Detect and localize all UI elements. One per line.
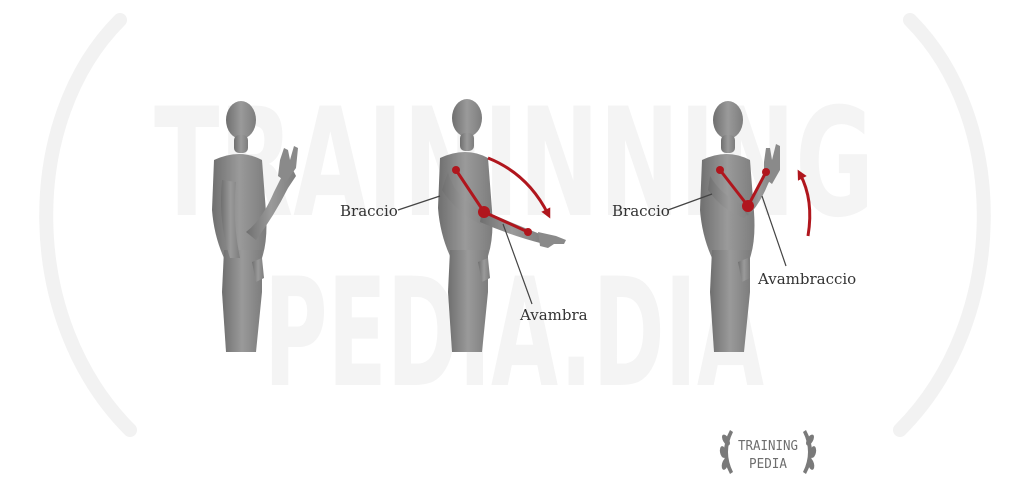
laurel-left-watermark (46, 20, 130, 430)
logo-text-line-1: TRAINING (738, 439, 798, 454)
figure-2-wrist-joint (524, 228, 532, 236)
arm-label-figure-2: Braccio (340, 202, 398, 220)
watermark-line-2: PEDIA.DIA (264, 247, 764, 421)
logo-laurel-left-icon (719, 430, 733, 474)
forearm-label-figure-2: Avambra (519, 306, 588, 324)
logo-laurel-right-icon (803, 430, 817, 474)
figure-2-shoulder-joint (452, 166, 460, 174)
forearm-label-figure-3: Avambraccio (757, 270, 856, 288)
figure-3-elbow-joint (742, 200, 754, 212)
logo-text-line-2: PEDIA (749, 457, 787, 472)
figure-3-wrist-joint (762, 168, 770, 176)
figure-3-shoulder-joint (716, 166, 724, 174)
arm-label-figure-3: Braccio (612, 202, 670, 220)
laurel-right-watermark (900, 20, 984, 430)
trainingpedia-logo: TRAINING PEDIA (719, 430, 817, 474)
figure-2-elbow-joint (478, 206, 490, 218)
